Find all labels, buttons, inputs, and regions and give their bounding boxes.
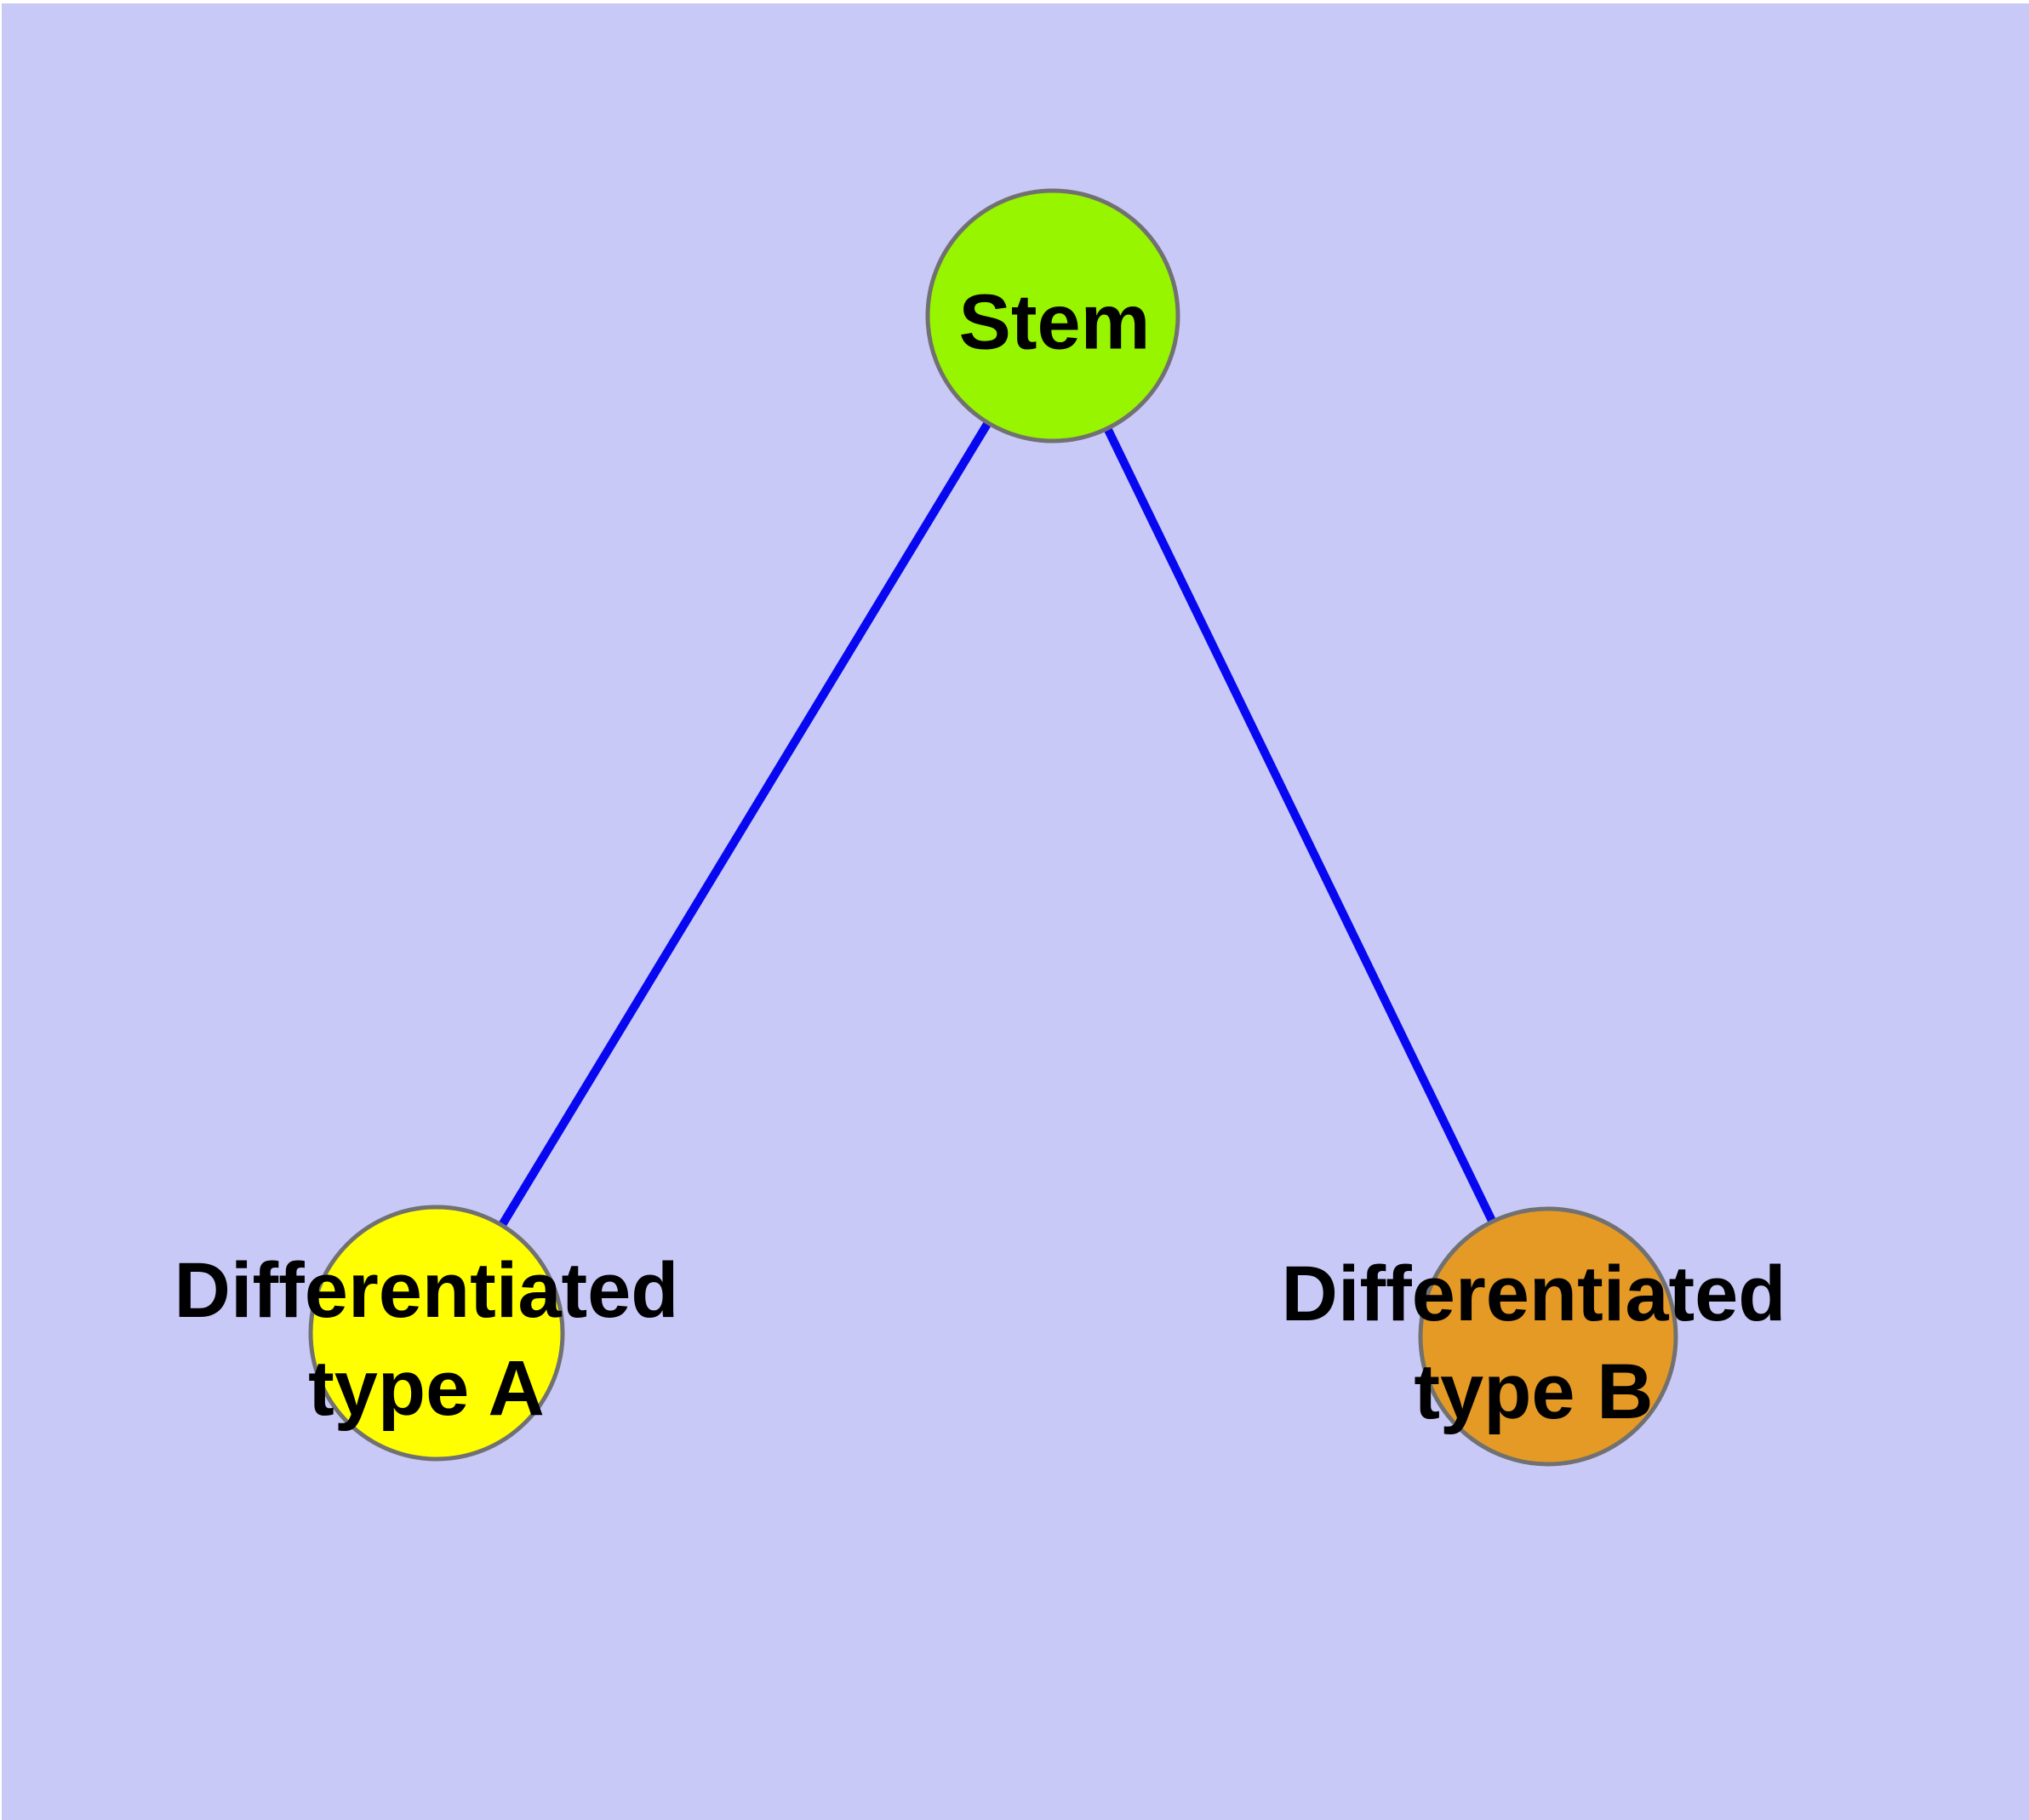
node-type-b-label-line-2: type B bbox=[1414, 1348, 1654, 1435]
node-type-a-circle bbox=[308, 1205, 565, 1462]
node-stem-circle bbox=[925, 188, 1180, 444]
edge-stem-to-type-b bbox=[1049, 313, 1552, 1339]
edge-stem-to-type-a bbox=[432, 313, 1057, 1336]
node-stem-label-line: Stem bbox=[958, 278, 1151, 366]
node-type-b-label: Differentiated type B bbox=[1282, 1245, 1786, 1441]
node-type-b-circle bbox=[1418, 1206, 1678, 1467]
node-type-a-label-line-1: Differentiated bbox=[174, 1247, 679, 1334]
node-type-b-label-line-1: Differentiated bbox=[1281, 1251, 1786, 1337]
node-type-a-label-line-2: type A bbox=[308, 1345, 545, 1432]
node-type-a-label: Differentiated type A bbox=[174, 1242, 679, 1438]
node-stem-label: Stem bbox=[959, 274, 1151, 372]
